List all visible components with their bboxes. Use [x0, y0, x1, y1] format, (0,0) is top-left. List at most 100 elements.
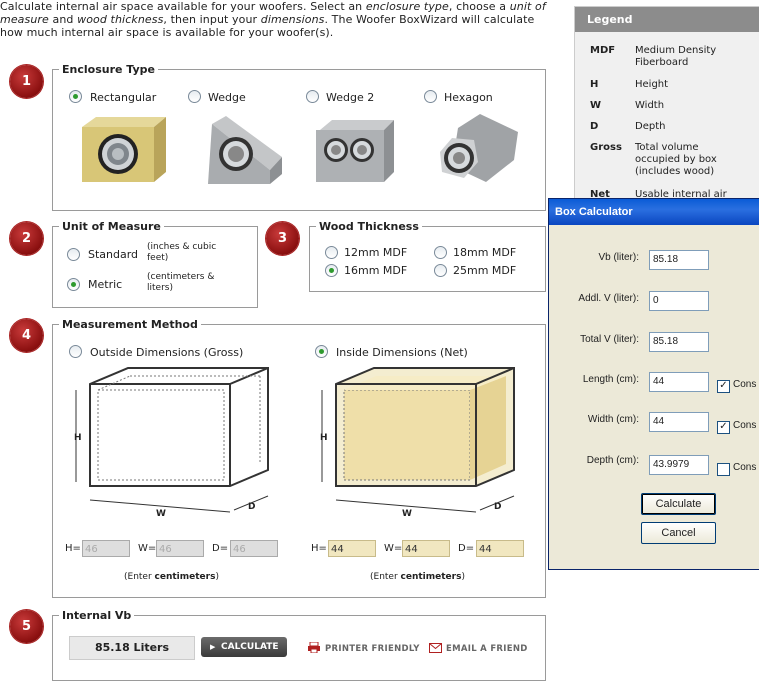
depth-field-label: Depth (cm): [586, 455, 639, 466]
width-input[interactable]: 44 [649, 412, 709, 432]
dialog-cancel-button[interactable]: Cancel [641, 522, 716, 544]
radio-25mm[interactable] [434, 264, 447, 277]
measurement-method-group: Measurement Method [52, 318, 546, 598]
outside-h-input[interactable]: 46 [82, 540, 130, 557]
length-constant-checkbox[interactable]: ✓ [717, 380, 730, 393]
label-25mm[interactable]: 25mm MDF [453, 264, 517, 277]
calculate-button[interactable]: ▶ CALCULATE [201, 637, 287, 657]
wedge-box-image[interactable] [198, 112, 288, 187]
label-wedge-2[interactable]: Wedge 2 [326, 91, 375, 104]
depth-input[interactable]: 43.9979 [649, 455, 709, 475]
wood-thickness-group: Wood Thickness [309, 220, 546, 292]
vb-field-label: Vb (liter): [598, 252, 639, 263]
play-arrow-icon: ▶ [210, 643, 216, 651]
inside-h-field-label: H= [311, 543, 327, 554]
label-wedge[interactable]: Wedge [208, 91, 246, 104]
total-v-field-label: Total V (liter): [580, 334, 639, 345]
note-standard: (inches & cubic feet) [147, 242, 217, 263]
length-field-label: Length (cm): [582, 374, 639, 385]
radio-rectangular[interactable] [69, 90, 82, 103]
vb-result-field: 85.18 Liters [69, 636, 195, 660]
length-input[interactable]: 44 [649, 372, 709, 392]
outside-d-field-label: D= [212, 543, 229, 554]
email-a-friend-link[interactable]: EMAIL A FRIEND [446, 644, 528, 654]
inside-enter-hint: (Enter centimeters) [370, 572, 465, 582]
label-12mm[interactable]: 12mm MDF [344, 246, 408, 259]
outside-w-label: W [156, 509, 166, 519]
hexagon-box-image[interactable] [430, 110, 525, 190]
addl-v-field-label: Addl. V (liter): [578, 293, 639, 304]
total-v-input[interactable]: 85.18 [649, 332, 709, 352]
printer-icon[interactable] [308, 642, 320, 653]
outside-w-field-label: W= [138, 543, 157, 554]
email-icon[interactable] [429, 643, 442, 653]
inside-h-label: H [320, 433, 328, 443]
rectangular-box-image[interactable] [76, 112, 171, 187]
radio-metric[interactable] [67, 278, 80, 291]
outside-h-label: H [74, 433, 82, 443]
printer-friendly-link[interactable]: PRINTER FRIENDLY [325, 644, 420, 654]
radio-hexagon[interactable] [424, 90, 437, 103]
outside-h-field-label: H= [65, 543, 81, 554]
inside-w-field-label: W= [384, 543, 403, 554]
inside-d-label: D [494, 502, 502, 512]
step-1-badge: 1 [10, 65, 43, 98]
step-3-badge: 3 [266, 222, 299, 255]
label-hexagon[interactable]: Hexagon [444, 91, 493, 104]
outside-w-input[interactable]: 46 [156, 540, 204, 557]
label-16mm[interactable]: 16mm MDF [344, 264, 408, 277]
box-calculator-dialog: Box Calculator Vb (liter): 85.18 Addl. V… [548, 198, 759, 570]
radio-wedge-2[interactable] [306, 90, 319, 103]
step-2-badge: 2 [10, 222, 43, 255]
inside-h-input[interactable]: 44 [328, 540, 376, 557]
unit-of-measure-legend: Unit of Measure [62, 220, 161, 233]
width-constant-checkbox[interactable]: ✓ [717, 421, 730, 434]
width-field-label: Width (cm): [587, 414, 639, 425]
width-constant-label[interactable]: Cons [733, 420, 757, 431]
internal-vb-legend: Internal Vb [62, 609, 132, 622]
dialog-calculate-button[interactable]: Calculate [641, 493, 716, 515]
calculate-button-label: CALCULATE [221, 642, 279, 652]
intro-text: Calculate internal air space available f… [0, 0, 546, 39]
outside-enter-hint: (Enter centimeters) [124, 572, 219, 582]
label-outside-dimensions[interactable]: Outside Dimensions (Gross) [90, 346, 244, 359]
radio-inside-dimensions[interactable] [315, 345, 328, 358]
step-5-badge: 5 [10, 610, 43, 643]
inside-d-input[interactable]: 44 [476, 540, 524, 557]
inside-d-field-label: D= [458, 543, 475, 554]
dialog-title-bar[interactable]: Box Calculator [549, 199, 759, 225]
legend-title: Legend [575, 7, 759, 32]
radio-12mm[interactable] [325, 246, 338, 259]
label-18mm[interactable]: 18mm MDF [453, 246, 517, 259]
depth-constant-label[interactable]: Cons [733, 462, 757, 473]
outside-d-label: D [248, 502, 256, 512]
vb-input[interactable]: 85.18 [649, 250, 709, 270]
measurement-method-legend: Measurement Method [62, 318, 198, 331]
length-constant-label[interactable]: Cons [733, 379, 757, 390]
label-inside-dimensions[interactable]: Inside Dimensions (Net) [336, 346, 468, 359]
addl-v-input[interactable]: 0 [649, 291, 709, 311]
radio-outside-dimensions[interactable] [69, 345, 82, 358]
label-metric[interactable]: Metric [88, 278, 123, 291]
wood-thickness-legend: Wood Thickness [319, 220, 419, 233]
wedge-2-box-image[interactable] [312, 114, 402, 186]
enclosure-type-group: Enclosure Type [52, 63, 546, 211]
radio-wedge[interactable] [188, 90, 201, 103]
depth-constant-checkbox[interactable] [717, 463, 730, 476]
radio-16mm[interactable] [325, 264, 338, 277]
label-rectangular[interactable]: Rectangular [90, 91, 157, 104]
radio-standard[interactable] [67, 248, 80, 261]
radio-18mm[interactable] [434, 246, 447, 259]
outside-dimensions-diagram [75, 367, 269, 513]
inside-dimensions-diagram [321, 367, 515, 513]
outside-d-input[interactable]: 46 [230, 540, 278, 557]
inside-w-label: W [402, 509, 412, 519]
label-standard[interactable]: Standard [88, 248, 139, 261]
inside-w-input[interactable]: 44 [402, 540, 450, 557]
